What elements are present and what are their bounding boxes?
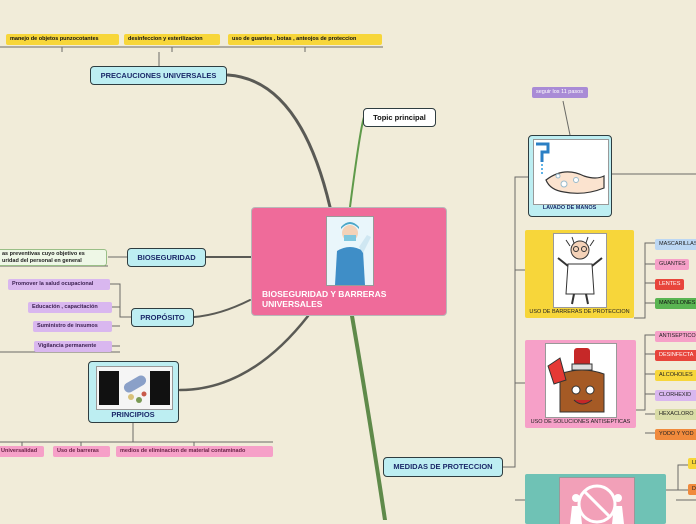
tag-yodo[interactable]: YODO Y YOD [655, 429, 696, 440]
topic-principal[interactable]: Topic principal [363, 108, 436, 127]
hand-washing-image [533, 139, 609, 205]
tag-universalidad[interactable]: Universalidad [0, 446, 44, 457]
central-title: BIOSEGURIDAD Y BARRERAS UNIVERSALES [262, 289, 387, 309]
central-topic[interactable]: BIOSEGURIDAD Y BARRERAS UNIVERSALES [251, 207, 447, 316]
principios-label: PRINCIPIOS [111, 410, 155, 419]
medidas-proteccion-node[interactable]: MEDIDAS DE PROTECCION [383, 457, 503, 477]
tag-antiseptico[interactable]: ANTISEPTICO [655, 331, 696, 342]
medicine-pills-image [96, 366, 173, 410]
proposito-node[interactable]: PROPÓSITO [131, 308, 194, 327]
tag-objetos-punzocotantes[interactable]: manejo de objetos punzocotantes [6, 34, 119, 45]
tag-mandilones[interactable]: MANDILONES [655, 298, 696, 309]
definition-line-2: uridad del personal en general [2, 258, 82, 264]
soluciones-node[interactable]: USO DE SOLUCIONES ANTISEPTICAS [525, 340, 636, 428]
tag-desinfecta[interactable]: DESINFECTA [655, 350, 696, 361]
lavado-manos-node[interactable]: LAVADO DE MANOS [528, 135, 612, 217]
tag-guantes[interactable]: GUANTES [655, 259, 689, 270]
tag-mascarillas[interactable]: MASCARILLAS [655, 239, 696, 250]
lavado-label: LAVADO DE MANOS [542, 205, 597, 211]
tag-partial-di[interactable]: DI [688, 484, 696, 495]
barreras-label: USO DE BARRERAS DE PROTECCION [529, 309, 630, 315]
nurse-image [326, 216, 374, 286]
crossed-sign-image [559, 477, 635, 524]
bioseguridad-node[interactable]: BIOSEGURIDAD [127, 248, 206, 267]
tag-partial-li[interactable]: LI [688, 458, 696, 469]
tag-lentes[interactable]: LENTES [655, 279, 684, 290]
tag-desinfeccion[interactable]: desinfeccion y esterilizacion [124, 34, 220, 45]
doctor-cartoon-image [553, 233, 607, 308]
tag-clorhexidina[interactable]: CLORHEXID [655, 390, 696, 401]
definition-line-1: as preventivas cuyo objetivo es [2, 251, 85, 257]
tag-uso-guantes[interactable]: uso de guantes , botas , anteojos de pro… [228, 34, 382, 45]
soluciones-label: USO DE SOLUCIONES ANTISEPTICAS [530, 419, 631, 425]
tag-promover-salud[interactable]: Promover la salud ocupacional [8, 279, 110, 290]
antiseptic-bottle-image [545, 343, 617, 418]
tag-suministro[interactable]: Suministro de insumos [33, 321, 112, 332]
barreras-node[interactable]: USO DE BARRERAS DE PROTECCION [525, 230, 634, 318]
bioseguridad-definition[interactable]: as preventivas cuyo objetivo es uridad d… [0, 249, 107, 266]
tag-alcoholes[interactable]: ALCOHOLES [655, 370, 696, 381]
principios-node[interactable]: PRINCIPIOS [88, 361, 179, 423]
tag-vigilancia[interactable]: Vigilancia permanente [34, 341, 112, 352]
precauciones-universales-node[interactable]: PRECAUCIONES UNIVERSALES [90, 66, 227, 85]
tag-medios-eliminacion[interactable]: medios de eliminacion de material contam… [116, 446, 273, 457]
tag-uso-barreras[interactable]: Uso de barreras [53, 446, 110, 457]
tag-educacion[interactable]: Educación , capacitación [28, 302, 112, 313]
tag-hexaclorofeno[interactable]: HEXACLORO [655, 409, 696, 420]
note-seguir-pasos[interactable]: seguir los 11 pasos [532, 87, 588, 98]
fourth-measure-node[interactable] [525, 474, 666, 524]
